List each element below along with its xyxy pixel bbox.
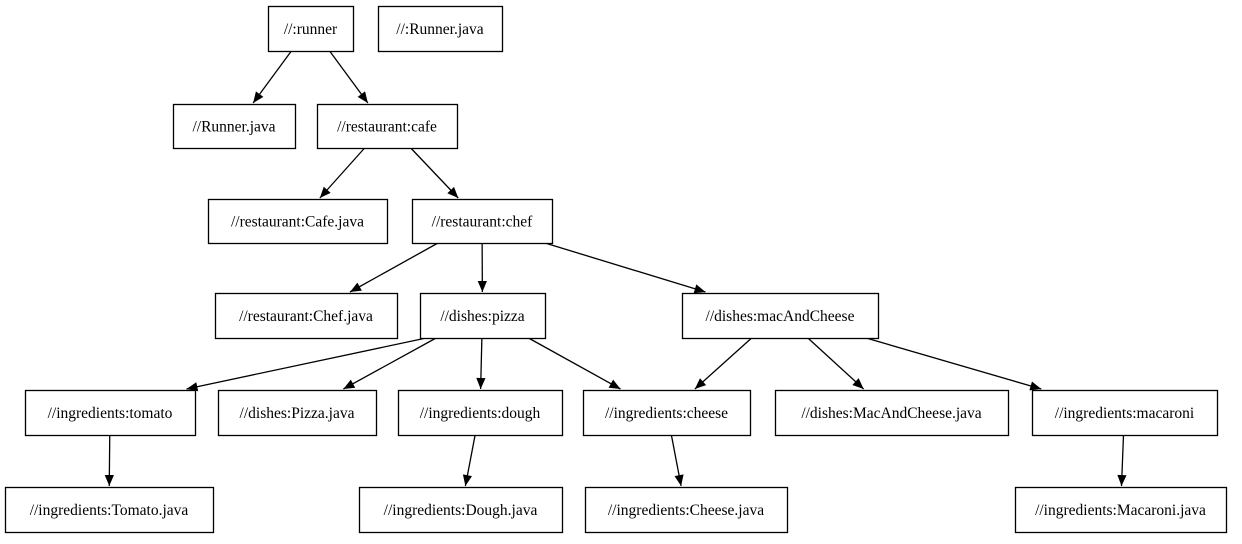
graph-node-cafe-java: //restaurant:Cafe.java [209, 200, 388, 244]
graph-edge-chef-to-chef-java [350, 243, 438, 292]
graph-node-label: //dishes:MacAndCheese.java [801, 405, 981, 422]
graph-edge-cheese-to-cheese-java [671, 435, 681, 486]
graph-edge-pizza-to-cheese [529, 338, 621, 389]
graph-node-tomato-java: //ingredients:Tomato.java [6, 488, 214, 533]
graph-node-label: //:runner [284, 21, 338, 38]
graph-node-chef: //restaurant:chef [413, 200, 553, 244]
graph-edge-cafe-to-cafe-java [320, 148, 365, 198]
graph-edge-mac-and-cheese-to-mac-and-cheese-java [808, 338, 864, 389]
graph-node-label: //dishes:pizza [440, 308, 524, 325]
graph-node-label: //ingredients:Dough.java [384, 502, 538, 519]
graph-node-mac-and-cheese-java: //dishes:MacAndCheese.java [776, 391, 1009, 436]
graph-node-macaroni: //ingredients:macaroni [1033, 391, 1218, 436]
graph-node-label: //Runner.java [192, 119, 275, 136]
graph-node-label: //restaurant:Chef.java [239, 308, 373, 325]
graph-node-macaroni-java: //ingredients:Macaroni.java [1016, 488, 1227, 533]
graph-node-label: //ingredients:Tomato.java [30, 502, 189, 519]
graph-node-pizza-java: //dishes:Pizza.java [219, 391, 377, 436]
graph-node-chef-java: //restaurant:Chef.java [216, 294, 398, 339]
graph-node-runner-java: //Runner.java [174, 105, 296, 149]
graph-edge-pizza-to-dough [481, 338, 482, 389]
graph-node-label: //ingredients:dough [420, 405, 541, 422]
graph-node-label: //ingredients:Cheese.java [608, 502, 764, 519]
graph-node-dough: //ingredients:dough [399, 391, 563, 436]
graph-edge-chef-to-mac-and-cheese [545, 243, 706, 292]
graph-node-tomato: //ingredients:tomato [26, 391, 196, 436]
graph-node-label: //restaurant:chef [432, 214, 534, 231]
graph-edge-runner-to-cafe [330, 51, 368, 103]
graph-node-cheese-java: //ingredients:Cheese.java [586, 488, 788, 533]
graph-node-mac-and-cheese: //dishes:macAndCheese [683, 294, 879, 339]
node-layer: //:runner //:Runner.java //Runner.java //re… [6, 7, 1227, 533]
graph-edge-runner-to-runner-java [253, 51, 291, 103]
graph-edge-mac-and-cheese-to-cheese [695, 338, 752, 389]
graph-node-label: //ingredients:macaroni [1055, 405, 1195, 422]
graph-edge-dough-to-dough-java [465, 435, 475, 486]
graph-edge-macaroni-to-macaroni-java [1122, 435, 1124, 486]
graph-node-pizza: //dishes:pizza [421, 294, 546, 339]
graph-node-label: //restaurant:Cafe.java [231, 214, 364, 231]
graph-node-label: //:Runner.java [396, 21, 484, 38]
graph-edge-mac-and-cheese-to-macaroni [866, 338, 1041, 389]
graph-node-label: //ingredients:Macaroni.java [1035, 502, 1206, 519]
graph-edge-cafe-to-chef [411, 148, 459, 198]
graph-node-cafe: //restaurant:cafe [318, 105, 458, 149]
graph-node-label: //restaurant:cafe [337, 119, 437, 136]
graph-node-label: //ingredients:tomato [48, 405, 173, 422]
graph-node-label: //dishes:macAndCheese [706, 308, 855, 325]
graph-edge-tomato-to-tomato-java [109, 435, 110, 486]
graph-node-label: //ingredients:cheese [605, 405, 728, 422]
graph-node-cheese: //ingredients:cheese [584, 391, 751, 436]
graph-node-dough-java: //ingredients:Dough.java [360, 488, 563, 533]
graph-node-runner: //:runner [269, 7, 354, 52]
graph-node-label: //dishes:Pizza.java [240, 405, 355, 422]
graph-node-root-runner-java: //:Runner.java [379, 7, 503, 52]
